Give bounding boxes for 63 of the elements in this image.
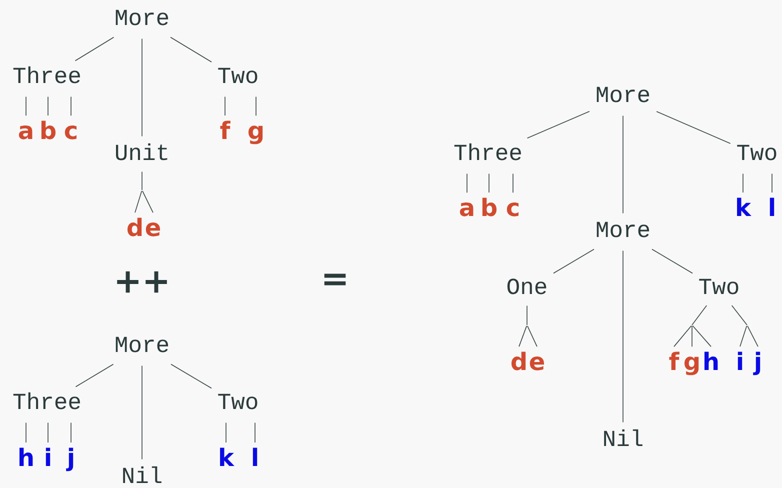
tree-node-label: Two — [699, 278, 738, 294]
leaf-letter: j — [66, 448, 74, 472]
branching-edge — [134, 171, 154, 213]
leaf-letter: g — [684, 356, 699, 376]
operator-symbol: ++ — [117, 271, 167, 293]
branching-edge — [674, 305, 712, 347]
tree-edge — [170, 364, 212, 389]
tree-edge — [512, 173, 514, 193]
branching-edge — [731, 305, 758, 347]
leaf-letter: l — [252, 448, 258, 466]
tree-node-label: More — [596, 222, 650, 238]
leaf-letter: i — [46, 448, 50, 466]
tree-edge — [70, 422, 72, 443]
leaf-letter: c — [64, 126, 77, 140]
tree-edge — [622, 115, 624, 214]
leaf-letter: a — [18, 126, 32, 140]
tree-edge — [254, 422, 256, 443]
leaf-letter: k — [220, 448, 234, 466]
tree-node-label: Three — [13, 66, 80, 84]
leaf-letter: h — [19, 448, 33, 466]
tree-node-label: More — [596, 86, 650, 102]
tree-node-label: More — [116, 336, 168, 352]
tree-edge — [526, 111, 590, 139]
tree-edge — [652, 248, 693, 274]
tree-edge — [488, 173, 490, 193]
tree-edge — [224, 96, 226, 116]
tree-node-label: Two — [737, 144, 776, 160]
tree-edge — [622, 250, 624, 423]
tree-node-label: Two — [218, 394, 258, 410]
tree-node-label: Three — [13, 392, 80, 410]
tree-edge — [466, 173, 468, 193]
tree-edge — [74, 36, 114, 62]
leaf-letter: f — [669, 352, 680, 370]
leaf-letter: f — [220, 120, 230, 139]
leaf-letter: b — [41, 120, 56, 140]
leaf-letter: d — [512, 352, 526, 370]
leaf-letter: j — [753, 352, 760, 376]
leaf-letter: c — [506, 202, 519, 216]
branching-edge — [518, 305, 538, 347]
tree-node-label: Unit — [116, 143, 168, 160]
tree-node-label: Two — [218, 68, 258, 84]
tree-node-label: More — [116, 10, 168, 26]
leaf-letter: e — [146, 222, 160, 236]
tree-node-label: Nil — [123, 466, 162, 483]
tree-node-label: Nil — [604, 429, 642, 446]
leaf-letter: d — [128, 218, 142, 236]
tree-node-label: One — [507, 278, 546, 294]
leaf-letter: g — [248, 126, 263, 144]
leaf-letter: k — [737, 198, 752, 216]
leaf-letter: i — [738, 352, 742, 370]
tree-edge — [656, 111, 731, 144]
operator-symbol: = — [324, 274, 346, 286]
tree-edge — [553, 248, 594, 274]
tree-edge — [75, 364, 114, 388]
tree-node-label: Three — [454, 143, 521, 160]
leaf-letter: a — [460, 202, 474, 216]
tree-edge — [70, 96, 72, 116]
leaf-letter: h — [704, 352, 718, 370]
leaf-letter: l — [770, 198, 774, 216]
leaf-letter: e — [530, 356, 544, 370]
tree-edge — [170, 36, 212, 62]
tree-edge — [742, 173, 744, 193]
leaf-letter: b — [482, 198, 497, 216]
